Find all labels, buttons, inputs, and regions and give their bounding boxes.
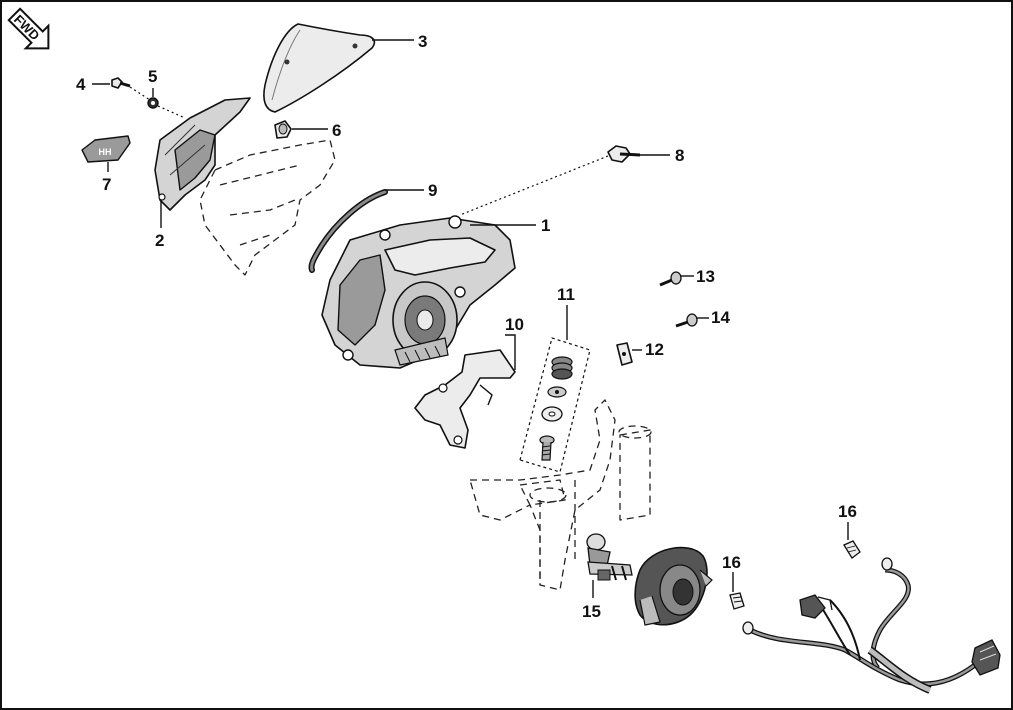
harness-main-connector: [971, 639, 1001, 676]
callout-2: 2: [155, 231, 164, 250]
callout-8: 8: [675, 146, 684, 165]
part-8-screw: [607, 145, 641, 163]
part-11-adjuster-kit: [519, 337, 591, 473]
wiring-harness: [742, 557, 1001, 694]
ghost-fairing-reference: [199, 139, 336, 276]
ghost-fork-reference: [469, 399, 652, 591]
emblem-text: HH: [99, 147, 112, 157]
part-3-windscreen: [263, 23, 376, 113]
callout-13: 13: [696, 267, 715, 286]
callout-7: 7: [102, 175, 111, 194]
harness-connector-socket: [799, 594, 833, 619]
part-2-fairing-cowl: [154, 97, 251, 211]
adjuster-nut: [547, 386, 567, 398]
callout-3: 3: [418, 32, 427, 51]
part-14-screw: [675, 313, 698, 328]
leader-lines: [92, 39, 849, 598]
part-12-clip-nut: [616, 342, 633, 366]
part-16-position-bulb-upper: [843, 540, 861, 559]
part-5-nut: [147, 97, 159, 109]
callout-5: 5: [148, 67, 157, 86]
callout-11: 11: [557, 285, 575, 304]
adjuster-spring: [551, 356, 573, 380]
part-7-emblem: HH: [81, 135, 131, 163]
callout-14: 14: [711, 308, 730, 327]
callout-15: 15: [582, 602, 601, 621]
harness-bulb-socket-upper: [881, 557, 893, 571]
adjuster-washer: [541, 406, 563, 422]
callout-16-upper: 16: [838, 502, 857, 521]
callout-10: 10: [505, 315, 524, 334]
fwd-arrow-icon: FWD: [7, 7, 50, 50]
screw-alignment-line: [129, 86, 186, 119]
callout-16-lower: 16: [722, 553, 741, 572]
callout-12: 12: [645, 340, 664, 359]
part-13-screw: [659, 271, 682, 287]
part-10-bracket: [414, 349, 516, 449]
part-1-headlight-assembly: [321, 215, 516, 369]
callout-1: 1: [541, 216, 550, 235]
harness-bulb-socket-lower: [742, 621, 754, 635]
screw-8-alignment-line: [459, 155, 609, 216]
callout-numbers: 1 2 3 4 5 6 7 8 9 10 11 12 13 14 15 16 1…: [76, 32, 857, 621]
part-16-position-bulb-lower: [729, 592, 745, 610]
part-9-seal-strip: [308, 189, 388, 273]
part-4-screw: [111, 77, 131, 89]
part-15-headlight-bulb: [586, 533, 633, 581]
callout-4: 4: [76, 75, 86, 94]
callout-9: 9: [428, 181, 437, 200]
part-6-grommet: [274, 120, 292, 139]
bulb-dust-cover: [634, 546, 713, 626]
callout-6: 6: [332, 121, 341, 140]
adjuster-screw: [539, 435, 555, 461]
